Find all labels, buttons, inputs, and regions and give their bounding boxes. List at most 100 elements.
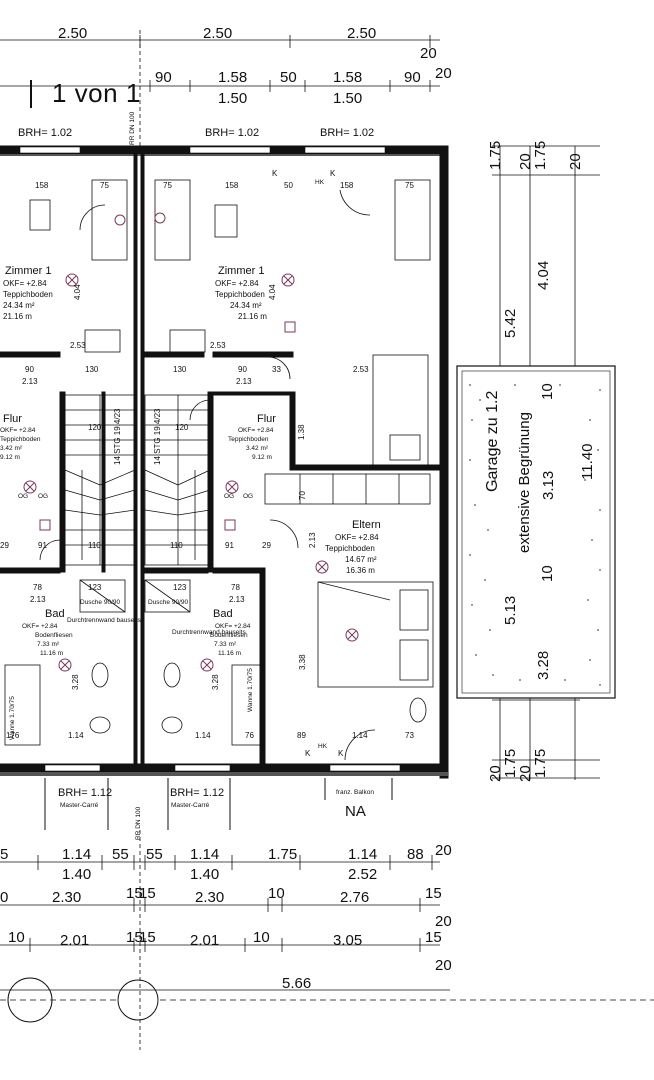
room-perimeter: 11.16 m bbox=[218, 650, 241, 657]
dim-213d: 2.13 bbox=[30, 595, 46, 604]
dim-bottom-15a: 15 bbox=[126, 885, 143, 902]
dim-338: 3.38 bbox=[298, 654, 307, 670]
furniture bbox=[4, 179, 434, 761]
room-area: 3.42 m² bbox=[0, 445, 23, 452]
dim-bottom-20c: 20 bbox=[435, 957, 452, 974]
room-bad-left: Bad OKF= +2.84 Bodenfliesen 7.33 m² 11.1… bbox=[22, 608, 73, 657]
garage-gravel-dots bbox=[469, 384, 601, 686]
dim-130a: 130 bbox=[85, 365, 99, 374]
dim-right-404: 4.04 bbox=[535, 261, 552, 290]
brh-mid: BRH= 1.02 bbox=[205, 127, 259, 139]
room-flur-right: Flur OKF= +2.84 Teppichboden 3.42 m² 9.1… bbox=[228, 413, 276, 461]
dim-bottom-88: 88 bbox=[407, 846, 424, 863]
dim-91a: 91 bbox=[38, 541, 47, 550]
dim-29a: 29 bbox=[0, 541, 9, 550]
dim-158a: 158 bbox=[35, 181, 49, 190]
durchtrennwand-left: Durchtrennwand bauseits bbox=[67, 617, 141, 624]
dim-top-158b: 1.58 bbox=[333, 69, 362, 86]
dim-120b: 120 bbox=[175, 423, 189, 432]
room-perimeter: 21.16 m bbox=[238, 312, 267, 321]
dim-50: 50 bbox=[284, 181, 293, 190]
room-okf: OKF= +2.84 bbox=[22, 623, 58, 630]
dim-bottom-114c: 1.14 bbox=[348, 846, 377, 863]
room-area: 7.33 m² bbox=[37, 641, 60, 648]
room-area: 7.33 m² bbox=[214, 641, 237, 648]
axis-bubbles bbox=[7, 977, 159, 1023]
dim-top-0b: 2.50 bbox=[203, 25, 232, 42]
room-eltern: Eltern OKF= +2.84 Teppichboden 14.67 m² … bbox=[325, 519, 381, 575]
hk-label-a: HK bbox=[318, 743, 328, 750]
k-label-c: K bbox=[305, 749, 311, 758]
room-floor: Bodenfliesen bbox=[210, 632, 248, 639]
dim-253c: 2.53 bbox=[353, 365, 369, 374]
dim-bottom-55b: 55 bbox=[146, 846, 163, 863]
brh-left: BRH= 1.02 bbox=[18, 127, 72, 139]
dim-123a: 123 bbox=[88, 583, 102, 592]
dim-158c: 158 bbox=[340, 181, 354, 190]
stair-label-right: 14 STG 19.4/23 bbox=[153, 408, 162, 465]
room-name: Zimmer 1 bbox=[218, 265, 264, 277]
room-okf: OKF= +2.84 bbox=[215, 279, 259, 288]
room-area: 14.67 m² bbox=[345, 555, 377, 564]
room-area: 24.34 m² bbox=[3, 301, 35, 310]
dim-bottom-230a: 2.30 bbox=[52, 889, 81, 906]
dim-bottom-276: 2.76 bbox=[340, 889, 369, 906]
dim-top-150a: 1.50 bbox=[218, 90, 247, 107]
page-indicator: 1 von 1 bbox=[52, 78, 141, 108]
dim-213b: 2.13 bbox=[236, 377, 252, 386]
room-area: 24.34 m² bbox=[230, 301, 262, 310]
room-floor: Teppichboden bbox=[228, 436, 269, 443]
stair-label-left: 14 STG 19.4/23 bbox=[113, 408, 122, 465]
dim-right-175d: 1.75 bbox=[532, 749, 549, 778]
dim-bottom-201b: 2.01 bbox=[190, 932, 219, 949]
garage-subtitle: extensive Begrünung bbox=[516, 412, 533, 553]
dusche-left: Dusche 90/90 bbox=[80, 599, 120, 606]
dim-right-328: 3.28 bbox=[535, 651, 552, 680]
dim-right-542: 5.42 bbox=[502, 309, 519, 338]
rr-bottom-label: RR DN 100 bbox=[135, 806, 142, 840]
dim-138: 1.38 bbox=[297, 424, 306, 440]
master-carre-left: Master-Carré bbox=[60, 802, 99, 809]
dim-right-175b: 1.75 bbox=[532, 141, 549, 170]
dim-bottom-15c: 15 bbox=[425, 885, 442, 902]
dim-right-20b: 20 bbox=[567, 153, 584, 170]
staircase-left bbox=[64, 394, 136, 566]
room-area: 3.42 m² bbox=[246, 445, 269, 452]
dim-90b: 90 bbox=[238, 365, 247, 374]
dim-110b: 110 bbox=[170, 541, 183, 550]
room-name: Bad bbox=[213, 608, 233, 620]
dim-130b: 130 bbox=[173, 365, 187, 374]
dim-328b: 3.28 bbox=[211, 674, 220, 690]
bottom-dimension-lines bbox=[0, 830, 654, 1050]
dim-bottom-566: 5.66 bbox=[282, 975, 311, 992]
dim-91b: 91 bbox=[225, 541, 234, 550]
dim-top-158a: 1.58 bbox=[218, 69, 247, 86]
room-name: Flur bbox=[3, 413, 22, 425]
room-floor: Teppichboden bbox=[3, 290, 53, 299]
dim-top-50: 50 bbox=[280, 69, 297, 86]
dim-bottom-0: 0 bbox=[0, 889, 8, 906]
og-label-d: OG bbox=[243, 493, 253, 500]
dim-bottom-114b: 1.14 bbox=[190, 846, 219, 863]
wanne-left: Wanne 1.70/75 bbox=[9, 696, 16, 740]
dim-114a: 1.14 bbox=[68, 731, 84, 740]
dim-bottom-114a: 1.14 bbox=[62, 846, 91, 863]
room-perimeter: 9.12 m bbox=[252, 454, 272, 461]
dim-bottom-201a: 2.01 bbox=[60, 932, 89, 949]
dim-29b: 29 bbox=[262, 541, 271, 550]
dim-bottom-140b: 1.40 bbox=[190, 866, 219, 883]
dim-bottom-230b: 2.30 bbox=[195, 889, 224, 906]
room-okf: OKF= +2.84 bbox=[215, 623, 251, 630]
dusche-right: Dusche 90/90 bbox=[148, 599, 188, 606]
dim-75c: 75 bbox=[405, 181, 414, 190]
wanne-right: Wanne 1.70/75 bbox=[247, 668, 254, 712]
dim-90a: 90 bbox=[25, 365, 34, 374]
room-floor: Bodenfliesen bbox=[35, 632, 73, 639]
room-okf: OKF= +2.84 bbox=[0, 427, 36, 434]
dim-78b: 78 bbox=[231, 583, 240, 592]
og-label-c: OG bbox=[224, 493, 234, 500]
dim-76b: 76 bbox=[245, 731, 254, 740]
dim-bottom-20a: 20 bbox=[435, 842, 452, 859]
dim-right-1140: 11.40 bbox=[579, 444, 596, 480]
